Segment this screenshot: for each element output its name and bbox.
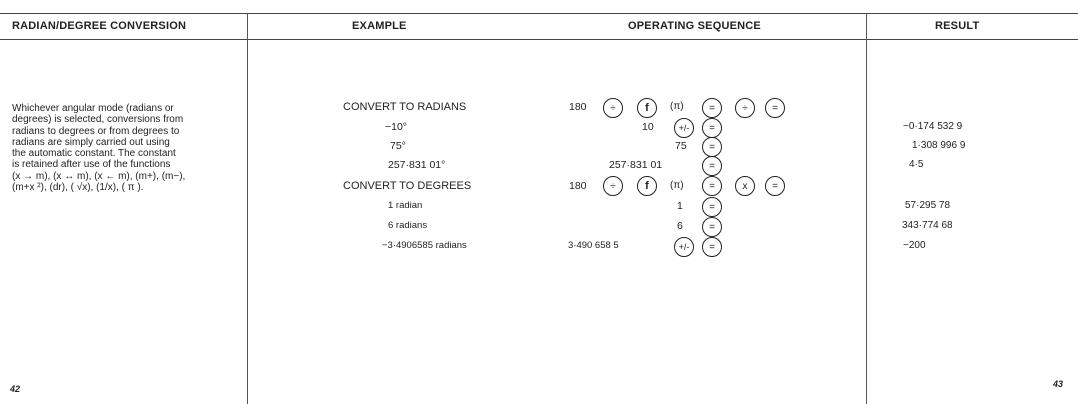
example-heading-degrees: CONVERT TO DEGREES	[343, 180, 472, 192]
result-value: −200	[903, 240, 926, 251]
function-key: f	[637, 176, 657, 196]
example: −10°	[385, 121, 408, 133]
description-line: radians to degrees or from degrees to	[12, 125, 180, 137]
entry-number: 180	[569, 101, 587, 113]
description-line: (m+x ²), (dr), ( √x), (1/x), ( π ).	[12, 182, 144, 194]
entry-number: 75	[675, 140, 687, 152]
divide-key: ÷	[603, 176, 623, 196]
result-value: 4·5	[909, 159, 924, 170]
description-line: the automatic constant. The constant	[12, 148, 176, 160]
description: Whichever angular mode (radians or degre…	[12, 103, 242, 193]
description-line: (x → m), (x ↔ m), (x ← m), (m+), (m−),	[12, 170, 186, 182]
equals-key: =	[702, 237, 722, 257]
header-result: RESULT	[935, 20, 980, 32]
entry-number: 10	[642, 121, 654, 133]
equals-key: =	[702, 137, 722, 157]
equals-key: =	[702, 176, 722, 196]
example-heading-radians: CONVERT TO RADIANS	[343, 101, 467, 113]
header-topic: RADIAN/DEGREE CONVERSION	[12, 20, 187, 32]
pi-key-label: (π)	[670, 101, 684, 112]
function-key: f	[637, 98, 657, 118]
header-bottom-rule	[0, 39, 1078, 40]
result-value: 343·774 68	[902, 220, 953, 231]
equals-key: =	[702, 98, 722, 118]
example: 6 radians	[388, 220, 428, 231]
result-value: −0·174 532 9	[903, 121, 963, 132]
example: 1 radian	[388, 200, 423, 211]
equals-key: =	[702, 197, 722, 217]
column-divider	[247, 13, 248, 404]
entry-number: 180	[569, 180, 587, 192]
example: 75°	[390, 140, 406, 152]
example: 257·831 01°	[388, 159, 446, 171]
entry-number: 1	[677, 200, 683, 212]
equals-key: =	[765, 98, 785, 118]
page-number-left: 42	[10, 384, 21, 394]
example: −3·4906585 radians	[382, 240, 467, 251]
description-line: Whichever angular mode (radians or	[12, 103, 174, 114]
sign-change-key: +/-	[674, 237, 694, 257]
equals-key: =	[702, 156, 722, 176]
description-line: is retained after use of the functions	[12, 159, 171, 171]
result-value: 1·308 996 9	[912, 140, 966, 151]
column-divider	[866, 13, 867, 404]
equals-key: =	[702, 118, 722, 138]
divide-key: ÷	[735, 98, 755, 118]
entry-number: 6	[677, 220, 683, 232]
description-line: radians are simply carried out using	[12, 136, 170, 148]
entry-number: 3·490 658 5	[568, 240, 619, 251]
equals-key: =	[702, 217, 722, 237]
description-line: degrees) is selected, conversions from	[12, 114, 184, 126]
pi-key-label: (π)	[670, 180, 684, 191]
header-sequence: OPERATING SEQUENCE	[628, 20, 761, 32]
equals-key: =	[765, 176, 785, 196]
multiply-key: x	[735, 176, 755, 196]
result-value: 57·295 78	[905, 200, 951, 211]
header-top-rule	[0, 13, 1078, 14]
divide-key: ÷	[603, 98, 623, 118]
entry-number: 257·831 01	[609, 159, 663, 171]
sign-change-key: +/-	[674, 118, 694, 138]
header-example: EXAMPLE	[352, 20, 407, 32]
page-number-right: 43	[1053, 379, 1064, 389]
